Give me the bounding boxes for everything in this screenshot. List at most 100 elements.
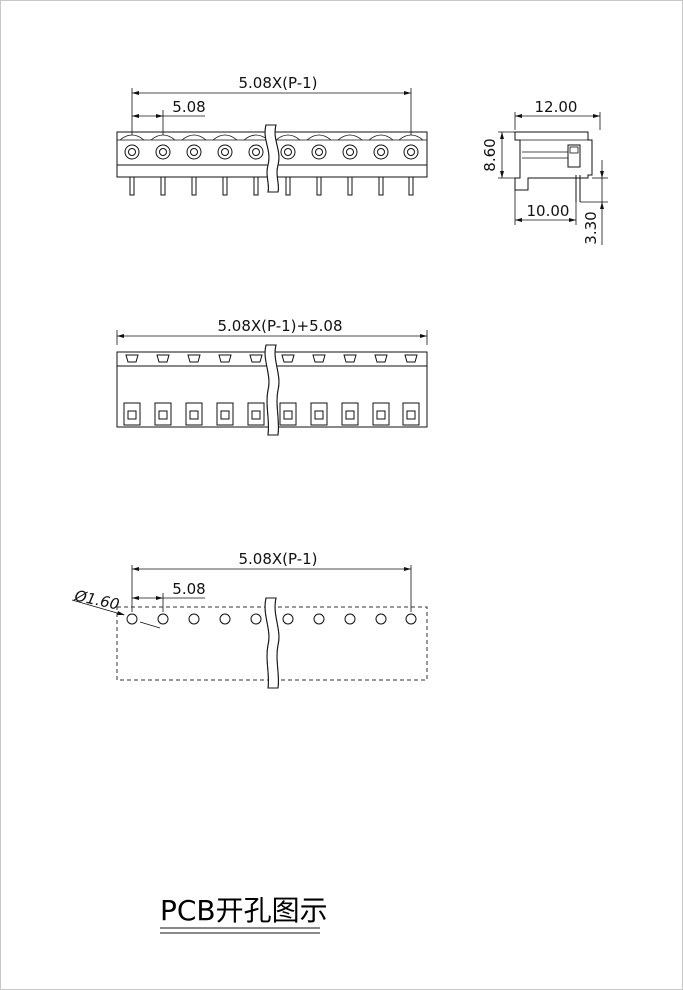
screw-head bbox=[403, 144, 419, 160]
front-clamp-window bbox=[345, 410, 355, 420]
front-clamp bbox=[279, 402, 297, 426]
pcb-hole-dim-label: Ø1.60 bbox=[72, 586, 121, 613]
top-view: 5.08X(P-1) 5.08 bbox=[116, 74, 428, 196]
pcb-pitch-dim-label: 5.08 bbox=[172, 580, 205, 598]
front-clamp bbox=[123, 402, 141, 426]
screw-slot bbox=[315, 148, 323, 156]
caption-text: PCB开孔图示 bbox=[160, 894, 328, 927]
screw-head bbox=[373, 144, 389, 160]
pin bbox=[347, 176, 353, 196]
screw-slot bbox=[221, 148, 229, 156]
screw-slot bbox=[128, 148, 136, 156]
screw-slot bbox=[284, 148, 292, 156]
front-notch bbox=[249, 354, 263, 363]
screw-head bbox=[280, 144, 296, 160]
front-clamp-window bbox=[251, 410, 261, 420]
front-clamp-window bbox=[158, 410, 168, 420]
screw-slot bbox=[346, 148, 354, 156]
screw-arc bbox=[212, 134, 238, 141]
pin bbox=[408, 176, 414, 196]
screw-arc bbox=[243, 134, 269, 141]
front-notch bbox=[218, 354, 232, 363]
front-clamp bbox=[341, 402, 359, 426]
screw-slot bbox=[252, 148, 260, 156]
screw-arc bbox=[275, 134, 301, 141]
screw-arc bbox=[150, 134, 176, 141]
pin bbox=[160, 176, 166, 196]
screw-arc bbox=[368, 134, 394, 141]
pcb-hole bbox=[219, 613, 231, 625]
screw-slot bbox=[190, 148, 198, 156]
front-view: 5.08X(P-1)+5.08 bbox=[116, 317, 428, 436]
side-pin-dim-label: 3.30 bbox=[582, 211, 600, 244]
front-clamp-window bbox=[189, 410, 199, 420]
screw-arc bbox=[181, 134, 207, 141]
front-clamp-window bbox=[314, 410, 324, 420]
side-height-dim-label: 8.60 bbox=[481, 138, 499, 171]
screw-slot bbox=[407, 148, 415, 156]
side-width-dim-label: 12.00 bbox=[535, 98, 578, 116]
side-view: 12.00 8.60 10.00 3.30 bbox=[481, 98, 608, 245]
front-notch bbox=[312, 354, 326, 363]
front-notch bbox=[343, 354, 357, 363]
pin bbox=[191, 176, 197, 196]
top-screws bbox=[119, 134, 424, 160]
pcb-hole bbox=[313, 613, 325, 625]
top-pins bbox=[129, 176, 414, 196]
top-total-dim-label: 5.08X(P-1) bbox=[238, 74, 317, 92]
pcb-hole bbox=[126, 613, 138, 625]
side-body bbox=[514, 131, 593, 191]
pin bbox=[222, 176, 228, 196]
pin bbox=[129, 176, 135, 196]
screw-arc bbox=[337, 134, 363, 141]
front-notch bbox=[281, 354, 295, 363]
pcb-layout: 5.08X(P-1) 5.08 Ø1.60 bbox=[71, 550, 428, 689]
front-clamp bbox=[154, 402, 172, 426]
screw-arc bbox=[119, 134, 145, 141]
caption: PCB开孔图示 bbox=[160, 894, 328, 934]
screw-head bbox=[217, 144, 233, 160]
front-clamp-window bbox=[406, 410, 416, 420]
front-length-dim-label: 5.08X(P-1)+5.08 bbox=[217, 317, 342, 335]
pcb-hole bbox=[375, 613, 387, 625]
front-clamp bbox=[185, 402, 203, 426]
front-clamp bbox=[216, 402, 234, 426]
pcb-hole bbox=[157, 613, 169, 625]
front-clamp bbox=[402, 402, 420, 426]
screw-head bbox=[155, 144, 171, 160]
front-clamp-window bbox=[283, 410, 293, 420]
pcb-hole bbox=[344, 613, 356, 625]
side-base-dim-label: 10.00 bbox=[527, 202, 570, 220]
screw-arc bbox=[398, 134, 424, 141]
front-notch bbox=[404, 354, 418, 363]
front-notch bbox=[187, 354, 201, 363]
front-clamp bbox=[372, 402, 390, 426]
front-clamp-window bbox=[127, 410, 137, 420]
pin bbox=[316, 176, 322, 196]
front-notch bbox=[156, 354, 170, 363]
pcb-total-dim-label: 5.08X(P-1) bbox=[238, 550, 317, 568]
pin bbox=[285, 176, 291, 196]
front-clamp-window bbox=[376, 410, 386, 420]
front-clamp bbox=[247, 402, 265, 426]
front-notch bbox=[374, 354, 388, 363]
front-notches bbox=[125, 354, 418, 363]
pcb-hole bbox=[188, 613, 200, 625]
screw-head bbox=[248, 144, 264, 160]
pcb-hole bbox=[405, 613, 417, 625]
front-clamp bbox=[310, 402, 328, 426]
screw-head bbox=[186, 144, 202, 160]
screw-head bbox=[311, 144, 327, 160]
pcb-hole bbox=[250, 613, 262, 625]
screw-head bbox=[342, 144, 358, 160]
pin bbox=[378, 176, 384, 196]
pcb-hole bbox=[282, 613, 294, 625]
front-notch bbox=[125, 354, 139, 363]
screw-slot bbox=[159, 148, 167, 156]
pcb-holes bbox=[126, 613, 417, 625]
top-pitch-dim-label: 5.08 bbox=[172, 98, 205, 116]
front-clamp-window bbox=[220, 410, 230, 420]
pin bbox=[253, 176, 259, 196]
screw-head bbox=[124, 144, 140, 160]
